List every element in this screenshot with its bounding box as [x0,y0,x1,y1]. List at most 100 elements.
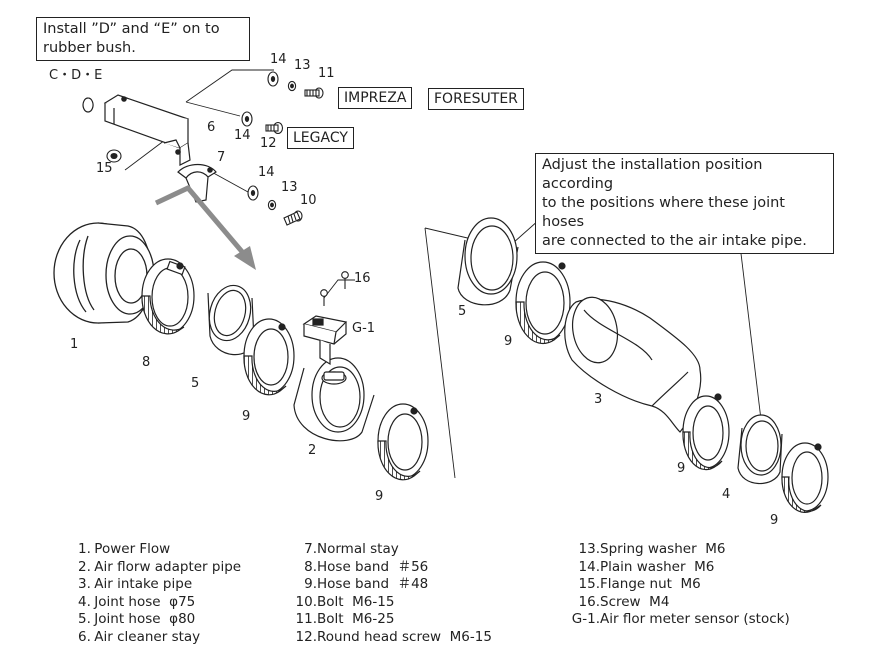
legend-item-6-num: 6. [78,628,91,645]
joint-hose-5b [457,217,519,306]
note-rubber-bush: Install ”D” and “E” on to rubber bush. [36,17,250,61]
hose-band-9d [682,393,730,471]
bolt-11 [304,87,324,99]
callout-1: 1 [70,337,79,352]
legend-item-14-num: 14. [578,558,600,575]
legend-item-1: 1. Power Flow [78,541,241,559]
legend-item-9: 9.Hose band ＃48 [290,576,492,594]
legend-column-1: 1. Power Flow 2. Air florw adapter pipe … [78,541,241,646]
legend-item-10-num: 10. [295,593,317,610]
legend-item-8-num: 8. [304,558,317,575]
legend-item-6-text: Air cleaner stay [94,628,201,645]
legend-item-5-text: Joint hose φ80 [94,611,196,627]
legend-item-2-text: Air florw adapter pipe [94,558,242,575]
legend-item-15-num: 15. [578,576,600,592]
hose-band-9a [243,318,295,396]
joint-hose-4 [737,414,783,485]
legend-item-9-num: 9. [304,576,317,592]
callout-6: 6 [207,120,216,135]
callout-g1: G-1 [352,321,376,336]
callout-16: 16 [354,271,371,286]
callout-12: 12 [260,136,277,151]
legend-item-g1-num: G-1. [571,611,600,627]
callout-9c: 9 [504,334,513,349]
legend-item-16-num: 16. [578,593,600,610]
note-rubber-bush-line2: rubber bush. [43,40,136,56]
callout-5a: 5 [191,376,200,391]
legend-item-6: 6. Air cleaner stay [78,629,241,647]
legend-item-8-text: Hose band ＃56 [317,558,429,575]
legend-item-11: 11.Bolt M6-25 [290,611,492,629]
round-head-screw-12 [265,121,284,135]
legend-item-5-num: 5. [78,611,91,627]
legend-column-3: 13.Spring washer M6 14.Plain washer M6 1… [562,541,790,629]
legend-item-2-num: 2. [78,558,91,575]
legend-item-12-num: 12. [295,628,317,645]
air-flow-adapter-pipe [293,357,375,442]
legend-item-7-text: Normal stay [317,541,399,557]
callout-4: 4 [722,487,731,502]
callout-9d: 9 [677,461,686,476]
legend-item-9-text: Hose band ＃48 [317,576,429,592]
callout-2: 2 [308,443,317,458]
cde-label: C・D・E [49,68,103,83]
legend-item-4-text: Joint hose φ75 [94,593,196,610]
legend-item-11-text: Bolt M6-25 [317,611,395,627]
callout-7: 7 [217,150,226,165]
legend-item-11-num: 11. [295,611,317,627]
legend-item-7: 7.Normal stay [290,541,492,559]
legend-item-15-text: Flange nut M6 [600,576,701,592]
note-adjust-line1: Adjust the installation position accordi… [542,157,763,192]
legend-item-13-text: Spring washer M6 [600,541,726,557]
legend-item-13-num: 13. [578,541,600,557]
callout-14a: 14 [270,52,287,67]
screw-16b [320,289,328,306]
legend-item-3-text: Air intake pipe [94,576,193,592]
legend-item-g1: G-1.Air flor meter sensor (stock) [562,611,790,629]
tag-impreza: IMPREZA [338,87,413,109]
legend-item-3: 3. Air intake pipe [78,576,241,594]
leader-lines [124,69,763,479]
callout-11: 11 [318,66,335,81]
legend-item-2: 2. Air florw adapter pipe [78,559,241,577]
air-cleaner-stay [82,94,191,166]
callout-13b: 13 [281,180,298,195]
note-adjust-position: Adjust the installation position accordi… [535,153,834,254]
callout-3: 3 [594,392,603,407]
hose-band-9e [781,442,829,513]
legend-item-5: 5. Joint hose φ80 [78,611,241,629]
legend-item-14: 14.Plain washer M6 [562,559,790,577]
hose-band-8 [141,258,195,335]
legend-item-1-text: Power Flow [94,541,171,557]
note-adjust-line2: to the positions where these joint hoses [542,195,785,230]
legend-item-16-text: Screw M4 [600,593,670,610]
direction-arrow [154,184,256,270]
legend-item-12-text: Round head screw M6-15 [317,628,492,645]
hardware-top [106,71,349,306]
legend-item-8: 8.Hose band ＃56 [290,559,492,577]
callout-14c: 14 [258,165,275,180]
tag-foresuter: FORESUTER [428,88,524,110]
legend-item-14-text: Plain washer M6 [600,558,715,575]
legend-item-13: 13.Spring washer M6 [562,541,790,559]
callout-14b: 14 [234,128,251,143]
legend-item-10: 10.Bolt M6-15 [290,594,492,612]
air-flow-meter-sensor [302,315,348,366]
hose-band-9b [377,403,429,481]
legend-item-15: 15.Flange nut M6 [562,576,790,594]
legend-item-4-num: 4. [78,593,91,610]
callout-10: 10 [300,193,317,208]
callout-13a: 13 [294,58,311,73]
legend-item-g1-text: Air flor meter sensor (stock) [600,611,790,627]
legend-item-7-num: 7. [304,541,317,557]
air-intake-pipe [564,296,702,433]
callout-5b: 5 [458,304,467,319]
callout-8: 8 [142,355,151,370]
legend-item-1-num: 1. [78,541,91,557]
note-rubber-bush-line1: Install ”D” and “E” on to [43,21,220,37]
callout-9a: 9 [242,409,251,424]
legend-item-16: 16.Screw M4 [562,594,790,612]
callout-9b: 9 [375,489,384,504]
